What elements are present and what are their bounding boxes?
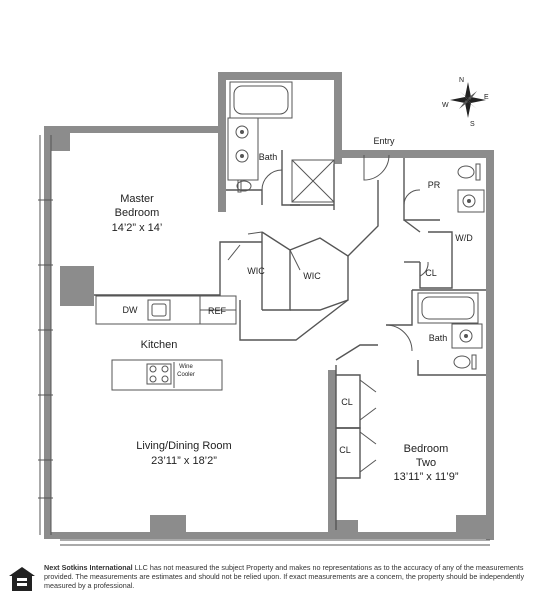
kitchen-island xyxy=(111,359,223,391)
equal-housing-icon xyxy=(9,567,35,591)
master-bedroom-dims: 14’2” x 14’ xyxy=(112,222,163,234)
compass-icon xyxy=(450,82,486,118)
bath-master-label: Bath xyxy=(259,152,278,162)
compass-s: S xyxy=(470,121,475,128)
wic-left-label: WIC xyxy=(247,266,265,276)
living-dims: 23’11” x 18’2” xyxy=(151,455,217,467)
bedroom-two-label-2: Two xyxy=(416,457,436,469)
cl-left-2-label: CL xyxy=(339,445,351,455)
cl-upper-label: CL xyxy=(425,268,437,278)
disclaimer-text: LLC has not measured the subject Propert… xyxy=(44,563,525,590)
bedroom-two-dims: 13’11” x 11’9” xyxy=(393,471,458,483)
master-bedroom-label-2: Bedroom xyxy=(115,207,160,219)
pr-fixtures xyxy=(403,163,485,213)
cl-left-1-label: CL xyxy=(341,397,353,407)
closet-doors xyxy=(227,231,429,473)
walls xyxy=(44,72,494,540)
bedroom-two-label-1: Bedroom xyxy=(404,443,449,455)
entry-label: Entry xyxy=(373,136,395,146)
wic-right-label: WIC xyxy=(303,271,321,281)
entry-door xyxy=(363,154,390,181)
master-bedroom-label-1: Master xyxy=(120,193,154,205)
compass-w: W xyxy=(442,102,449,109)
wine-cooler-label-1: Wine xyxy=(179,364,193,370)
disclaimer: Next Sotkins International LLC has not m… xyxy=(44,563,536,590)
ref-label: REF xyxy=(208,306,227,316)
master-bath-fixtures xyxy=(227,81,335,203)
kitchen-counter xyxy=(95,295,237,325)
compass-n: N xyxy=(459,77,464,84)
room-labels: Master Bedroom 14’2” x 14’ Bath Entry PR… xyxy=(112,77,489,483)
living-label: Living/Dining Room xyxy=(136,440,231,452)
bath-two-fixtures xyxy=(385,292,483,370)
window-wall xyxy=(38,135,490,546)
pr-label: PR xyxy=(428,180,441,190)
dw-label: DW xyxy=(123,305,138,315)
wd-label: W/D xyxy=(455,233,473,243)
disclaimer-brand: Next Sotkins International xyxy=(44,563,133,572)
wine-cooler-label-2: Cooler xyxy=(177,372,195,378)
kitchen-label: Kitchen xyxy=(141,339,178,351)
interior-walls xyxy=(94,150,486,530)
compass-e: E xyxy=(484,94,489,101)
bath-two-label: Bath xyxy=(429,333,448,343)
